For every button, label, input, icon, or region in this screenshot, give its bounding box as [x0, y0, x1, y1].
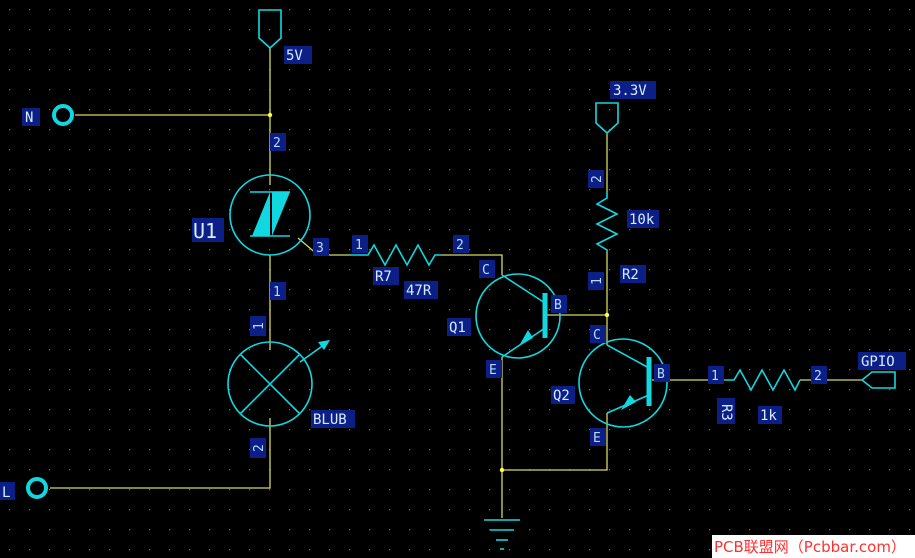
- lamp-pin-1-rot: 1: [252, 322, 267, 330]
- net-l-label: L: [2, 485, 10, 501]
- watermark-text: PCB联盟网（Pcbbar.com）: [714, 538, 906, 556]
- r3-value: 1k: [760, 408, 777, 424]
- r3-pin-2: 2: [814, 369, 822, 384]
- r3-pin-1: 1: [711, 369, 719, 384]
- transistor-q1: C B E Q1: [447, 260, 567, 378]
- r7-pin-1: 1: [355, 238, 363, 253]
- q2-pin-e: E: [593, 431, 601, 446]
- u1-designator: U1: [193, 219, 217, 243]
- resistor-r3: 1 2 R3 1k: [708, 366, 827, 424]
- q2-pin-b: B: [657, 367, 665, 382]
- gpio-label: GPIO: [861, 354, 895, 370]
- vcc-5v-label: 5V: [286, 48, 303, 64]
- u1-pin-3: 3: [316, 241, 324, 256]
- watermark: PCB联盟网（Pcbbar.com）: [712, 535, 915, 558]
- lamp-designator: BLUB: [313, 412, 347, 428]
- power-port-3v3: 3.3V: [595, 81, 656, 135]
- r7-value: 47R: [406, 283, 432, 299]
- triac-u1: 2 1 3 U1: [192, 133, 329, 300]
- r2-value: 10k: [629, 212, 655, 228]
- port-gpio: GPIO: [858, 352, 906, 389]
- r7-designator: R7: [375, 269, 392, 285]
- r2-designator: R2: [622, 267, 639, 283]
- q1-pin-c: C: [482, 263, 490, 278]
- q2-designator: Q2: [553, 388, 570, 404]
- r2-pin-2: 2: [590, 175, 605, 183]
- terminal-l: L: [0, 477, 48, 501]
- net-n-label: N: [25, 110, 33, 126]
- terminal-n: N: [22, 104, 74, 126]
- u1-pin-2: 2: [273, 136, 281, 151]
- resistor-r2: 2 1 10k R2: [588, 170, 659, 290]
- u1-pin-1: 1: [273, 285, 281, 300]
- lamp-pin-2: 2: [252, 444, 267, 452]
- q2-pin-c: C: [593, 328, 601, 343]
- resistor-r7: 1 2 R7 47R: [350, 235, 469, 299]
- r3-designator: R3: [718, 404, 734, 421]
- r2-pin-1: 1: [590, 277, 605, 285]
- q1-pin-e: E: [489, 363, 497, 378]
- transistor-q2: C B E Q2: [551, 325, 670, 446]
- q1-designator: Q1: [449, 320, 466, 336]
- r7-pin-2: 2: [456, 238, 464, 253]
- power-port-5v: 5V: [258, 9, 312, 64]
- ground-symbol: [484, 519, 520, 550]
- q1-pin-b: B: [554, 298, 562, 313]
- lamp-blub: 1 2 BLUB: [227, 316, 355, 458]
- vcc-3v3-label: 3.3V: [613, 83, 647, 99]
